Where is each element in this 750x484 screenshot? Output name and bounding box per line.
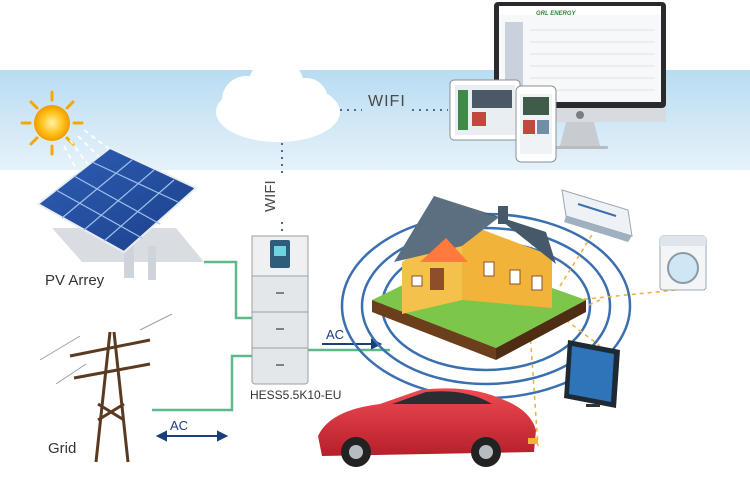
solar-panel-icon (36, 146, 204, 280)
cloud-icon (216, 58, 340, 142)
inverter-battery-icon (251, 235, 309, 385)
appliance-links (529, 221, 677, 447)
washing-machine-icon (659, 235, 707, 291)
tv-icon (564, 340, 620, 408)
sun-icon (20, 90, 84, 156)
ac-label-grid: AC (170, 418, 189, 433)
inverter-model-label: HESS5.5K10-EU (250, 388, 342, 402)
ac-label-house: AC (326, 327, 345, 342)
pv-label: PV Arrey (45, 272, 105, 289)
phone-icon (515, 85, 557, 163)
wifi-label-horizontal: WIFI (368, 93, 406, 110)
house-icon (372, 196, 586, 360)
grid-label: Grid (48, 440, 77, 457)
tablet-icon (449, 79, 521, 141)
power-pole-icon (39, 313, 173, 463)
air-conditioner-icon (561, 189, 633, 242)
monitor-brand: GRL ENERGY (536, 11, 576, 17)
car-icon (318, 388, 538, 467)
power-cables (152, 260, 390, 412)
wifi-label-vertical: WIFI (262, 180, 279, 212)
